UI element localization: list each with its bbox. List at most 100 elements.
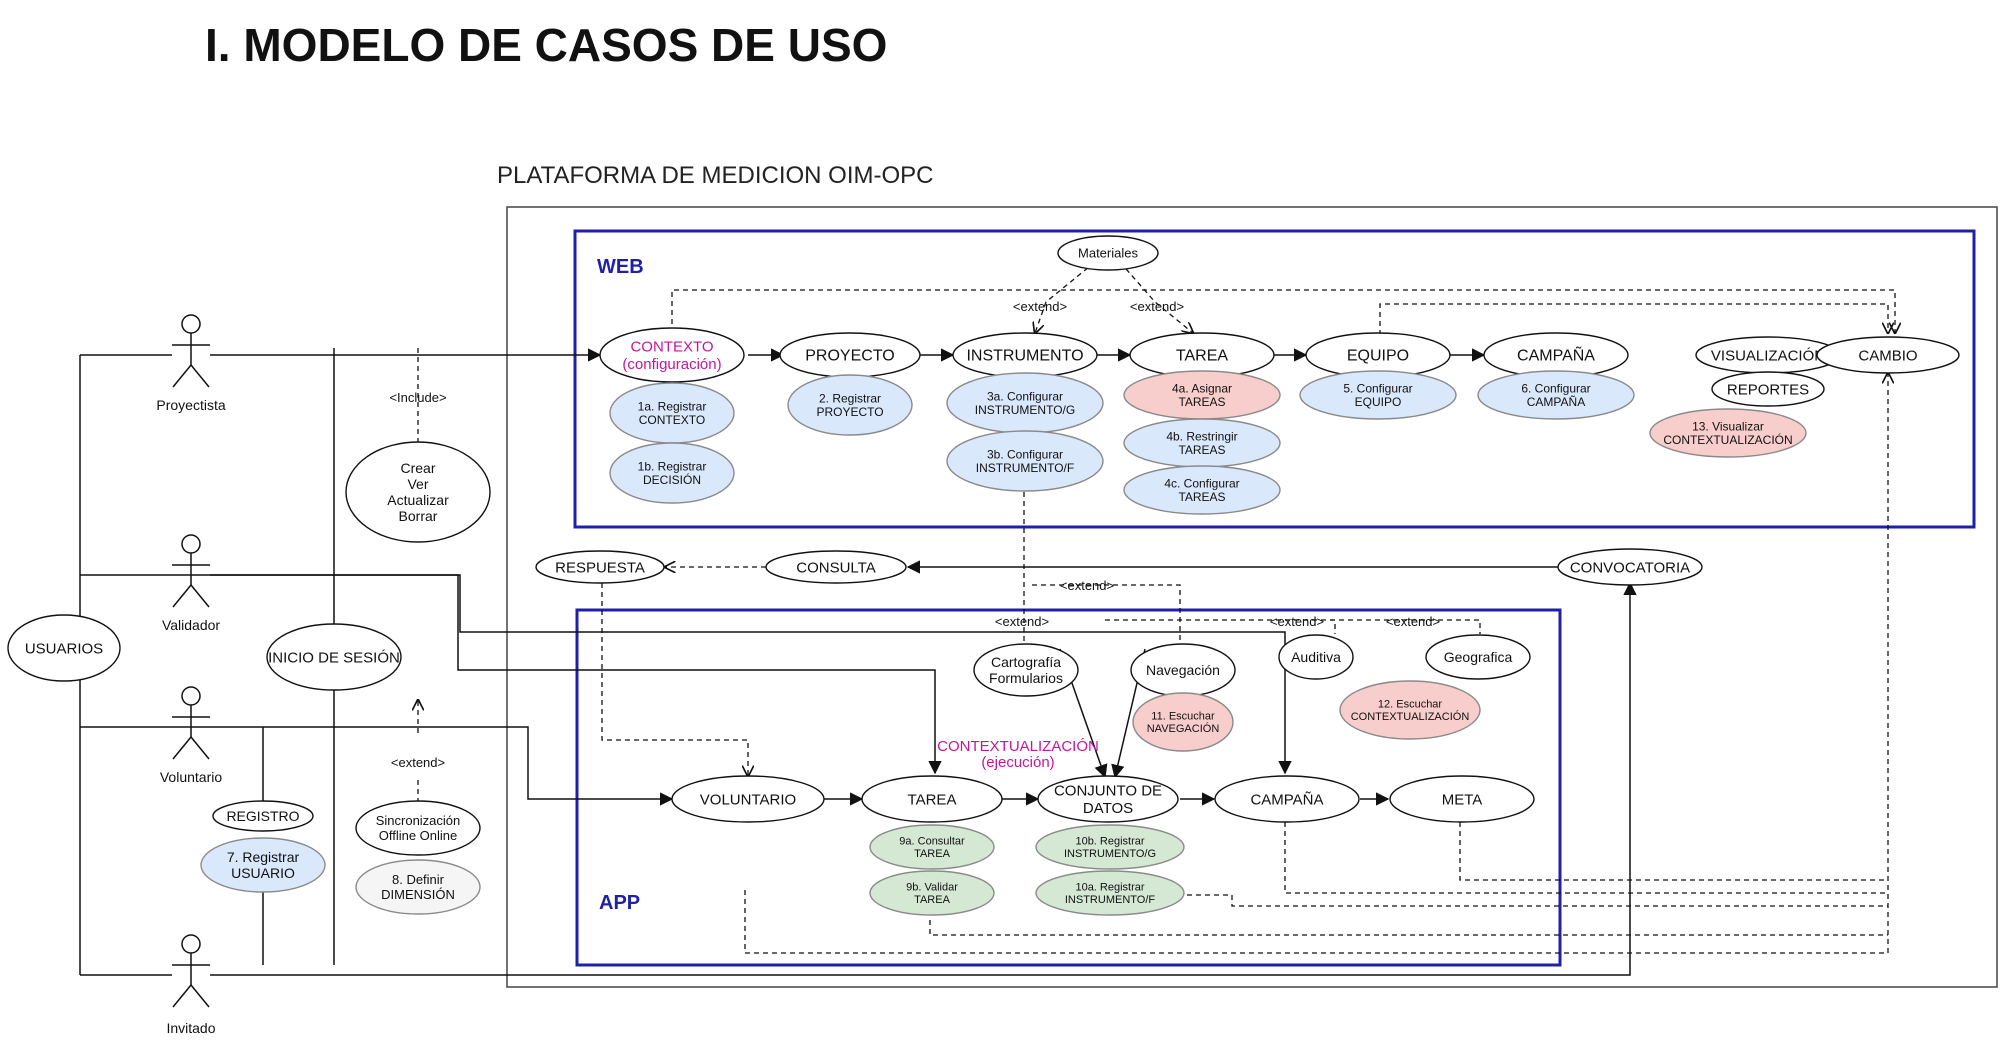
usecase-sincronizacion-shape (355, 800, 481, 856)
usecase-app-campana: CAMPAÑA (1214, 775, 1360, 823)
usecase-9a-consultar-tarea-label: 9a. Consultar (899, 836, 965, 848)
usecase-2-registrar-proyecto-shape (787, 374, 913, 436)
usecase-contexto-label: (configuración) (622, 356, 721, 373)
usecase-13-visualizar-contextualizacion-shape (1649, 408, 1807, 458)
usecase-sincronizacion-label: Offline Online (379, 828, 458, 843)
usecase-11-escuchar-navegacion-shape (1132, 692, 1234, 752)
actor-proyectista-figure (172, 364, 192, 388)
usecase-crear-ver-actualizar-borrar-label: Borrar (399, 508, 438, 524)
actor-validador: Validador (162, 534, 220, 633)
usecase-crear-ver-actualizar-borrar-label: Actualizar (387, 492, 449, 508)
web-boundary (573, 229, 1976, 529)
usecase-visualizacion-label: VISUALIZACIÓN (1711, 347, 1825, 364)
usecase-consulta-label: CONSULTA (796, 559, 875, 576)
usecase-4c-configurar-tareas-shape (1123, 465, 1281, 515)
usecase-10a-registrar-instrumento-f-shape (1035, 870, 1185, 916)
extend-label: <extend> (391, 755, 445, 770)
stereotype-labels: <extend> <extend> <Include> <extend> <ex… (389, 299, 1440, 770)
usecase-cartografia-formularios-label: Formularios (989, 670, 1063, 686)
usecase-10a-registrar-instrumento-f-label: 10a. Registrar (1075, 882, 1144, 894)
usecase-geografica-label: Geografica (1444, 649, 1513, 665)
usecase-navegacion: Navegación (1130, 643, 1236, 697)
usecase-registro-label: REGISTRO (226, 808, 299, 824)
usecase-auditiva-shape (1278, 634, 1354, 680)
actor-validador-figure (181, 534, 201, 554)
usecase-app-tarea: TAREA (861, 775, 1003, 823)
usecase-12-escuchar-contextualizacion-shape (1339, 680, 1481, 740)
usecase-visualizacion: VISUALIZACIÓN (1695, 336, 1841, 374)
usecase-proyecto: PROYECTO (779, 332, 921, 378)
use-case-ellipses: CONTEXTO(configuración) PROYECTO INSTRUMEN… (7, 235, 1960, 916)
usecase-reportes: REPORTES (1711, 371, 1825, 407)
dashed-connectors (418, 261, 1895, 954)
usecase-contexto: CONTEXTO(configuración) (599, 327, 745, 383)
usecase-sincronizacion-label: Sincronización (376, 813, 461, 828)
usecase-registro: REGISTRO (212, 800, 314, 832)
usecase-inicio-de-sesion-shape (266, 623, 402, 691)
usecase-meta-shape (1389, 775, 1535, 823)
usecase-8-definir-dimension-label: DIMENSIÓN (381, 887, 455, 902)
usecase-consulta-shape (765, 550, 907, 584)
actor-proyectista: Proyectista (156, 314, 226, 413)
actor-voluntario: Voluntario (160, 686, 222, 785)
actor-invitado: Invitado (166, 934, 216, 1036)
usecase-6-configurar-campana-label: 6. Configurar (1521, 381, 1590, 395)
usecase-inicio-de-sesion-label: INICIO DE SESIÓN (268, 649, 400, 666)
usecase-12-escuchar-contextualizacion-label: 12. Escuchar (1378, 699, 1443, 711)
usecase-1a-registrar-contexto-label: 1a. Registrar (638, 399, 707, 413)
usecase-equipo-label: EQUIPO (1347, 348, 1409, 365)
extend-label: <extend> (995, 614, 1049, 629)
usecase-9b-validar-tarea-label: TAREA (914, 894, 951, 906)
actor-voluntario-figure (172, 736, 192, 760)
actor-proyectista-label: Proyectista (156, 397, 225, 413)
usecase-1b-registrar-decision-label: DECISIÓN (643, 472, 701, 487)
app-context-label: CONTEXTUALIZACIÓN (937, 738, 1099, 755)
usecase-respuesta-label: RESPUESTA (555, 559, 645, 576)
usecase-11-escuchar-navegacion-label: 11. Escuchar (1151, 711, 1215, 723)
usecase-8-definir-dimension-label: 8. Definir (392, 872, 445, 887)
usecase-13-visualizar-contextualizacion-label: 13. Visualizar (1692, 419, 1764, 433)
usecase-crear-ver-actualizar-borrar-label: Crear (400, 460, 435, 476)
usecase-app-tarea-label: TAREA (908, 791, 957, 808)
usecase-contexto-label: CONTEXTO (630, 339, 713, 356)
usecase-respuesta: RESPUESTA (535, 550, 665, 584)
usecase-geografica: Geografica (1425, 634, 1531, 680)
usecase-conjunto-de-datos-label: CONJUNTO DE (1054, 783, 1162, 800)
usecase-7-registrar-usuario-label: 7. Registrar (227, 849, 300, 865)
usecase-convocatoria-shape (1557, 548, 1703, 586)
actor-invitado-figure (172, 984, 192, 1008)
usecase-voluntario-shape (671, 775, 825, 823)
usecase-materiales: Materiales (1057, 235, 1159, 271)
usecase-10b-registrar-instrumento-g-label: INSTRUMENTO/G (1064, 848, 1156, 860)
usecase-7-registrar-usuario-label: USUARIO (231, 865, 295, 881)
usecase-4b-restringir-tareas-label: 4b. Restringir (1166, 429, 1237, 443)
usecase-conjunto-de-datos-label: DATOS (1083, 800, 1133, 817)
usecase-auditiva-label: Auditiva (1291, 649, 1341, 665)
usecase-app-tarea-shape (861, 775, 1003, 823)
usecase-9b-validar-tarea-label: 9b. Validar (906, 882, 958, 894)
usecase-usuarios-label: USUARIOS (25, 640, 103, 657)
usecase-9a-consultar-tarea-label: TAREA (914, 848, 951, 860)
solid-connectors (79, 348, 1637, 976)
usecase-inicio-de-sesion: INICIO DE SESIÓN (266, 623, 402, 691)
usecase-contexto-shape (599, 327, 745, 383)
actor-proyectista-figure (181, 314, 201, 334)
usecase-proyecto-label: PROYECTO (805, 348, 895, 365)
usecase-crear-ver-actualizar-borrar-label: Ver (407, 476, 428, 492)
include-label: <Include> (389, 390, 446, 405)
actor-invitado-figure (190, 984, 210, 1008)
usecase-2-registrar-proyecto-label: 2. Registrar (819, 391, 881, 405)
usecase-materiales-shape (1057, 235, 1159, 271)
usecase-convocatoria: CONVOCATORIA (1557, 548, 1703, 586)
usecase-reportes-label: REPORTES (1727, 381, 1809, 398)
